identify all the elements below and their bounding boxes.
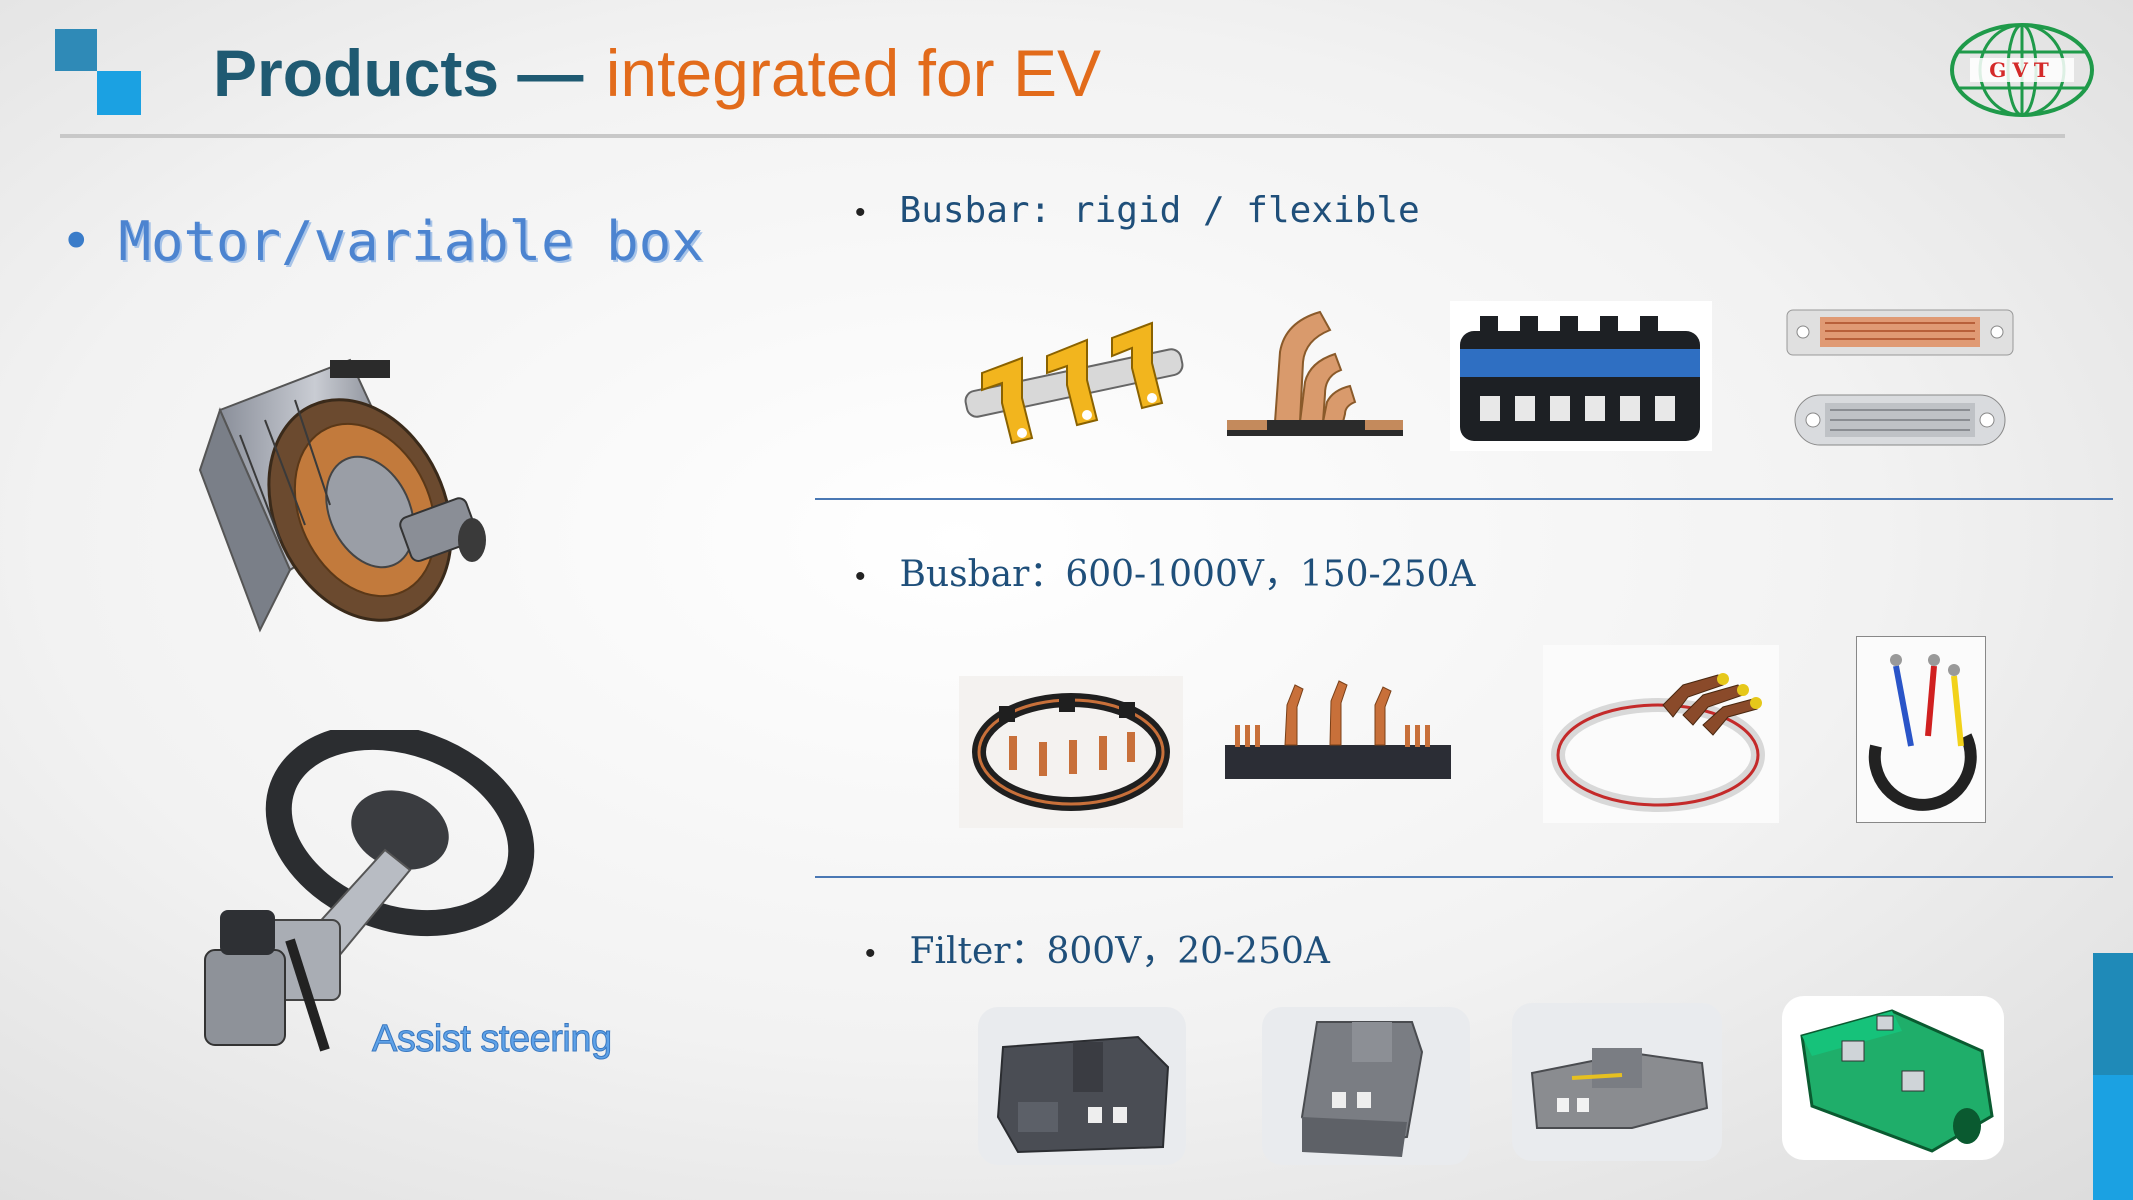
- left-heading-text: Motor/variable box: [118, 210, 704, 273]
- rigid-busbar-image-2: [1227, 310, 1403, 436]
- rigid-busbar-image-1: [964, 321, 1184, 445]
- ring-busbar-image-3: [1856, 636, 1986, 823]
- flexible-busbar-image: [1786, 309, 2014, 446]
- title-bold: Products —: [213, 36, 584, 110]
- section-1-text: Busbar: rigid / flexible: [899, 190, 1420, 231]
- filter-image-1: [978, 1007, 1186, 1165]
- filter-image-4: [1782, 996, 2004, 1160]
- logo-text: GVT: [1989, 58, 2054, 82]
- section-1-label: • Busbar: rigid / flexible: [855, 190, 1420, 231]
- filter-image-3: [1512, 1003, 1722, 1161]
- bullet-dot: •: [855, 560, 866, 593]
- corner-logo-square-light: [97, 71, 141, 115]
- bullet-dot: •: [60, 210, 93, 273]
- side-accent-bar-light: [2093, 1075, 2133, 1200]
- section-2-text: Busbar：600-1000V，150-250A: [899, 554, 1476, 595]
- stator-busbar-image: [1225, 680, 1451, 779]
- header-divider: [60, 134, 2065, 138]
- bullet-dot: •: [855, 196, 866, 229]
- electric-motor-image: [198, 358, 486, 633]
- filter-image-2: [1262, 1007, 1470, 1165]
- title-accent: integrated for EV: [605, 36, 1102, 110]
- left-heading: • Motor/variable box: [60, 210, 704, 273]
- side-accent-bar-dark: [2093, 953, 2133, 1075]
- bullet-dot: •: [865, 937, 876, 970]
- section-divider-1: [815, 498, 2113, 500]
- section-2-label: • Busbar：600-1000V，150-250A: [855, 545, 1475, 597]
- slide-title: Products — integrated for EV: [213, 34, 1101, 113]
- assist-steering-caption: Assist steering: [372, 1018, 613, 1061]
- section-divider-2: [815, 876, 2113, 878]
- steering-column-image: [204, 730, 535, 1052]
- gvt-globe-logo-icon: GVT: [1950, 23, 2094, 117]
- ring-busbar-image-2: [1543, 645, 1779, 823]
- busbar-connector-image: [1450, 301, 1712, 451]
- corner-logo-square-dark: [55, 29, 97, 71]
- ring-busbar-image-1: [959, 676, 1183, 828]
- section-3-label: • Filter：800V，20-250A: [865, 922, 1330, 974]
- section-3-text: Filter：800V，20-250A: [909, 931, 1330, 972]
